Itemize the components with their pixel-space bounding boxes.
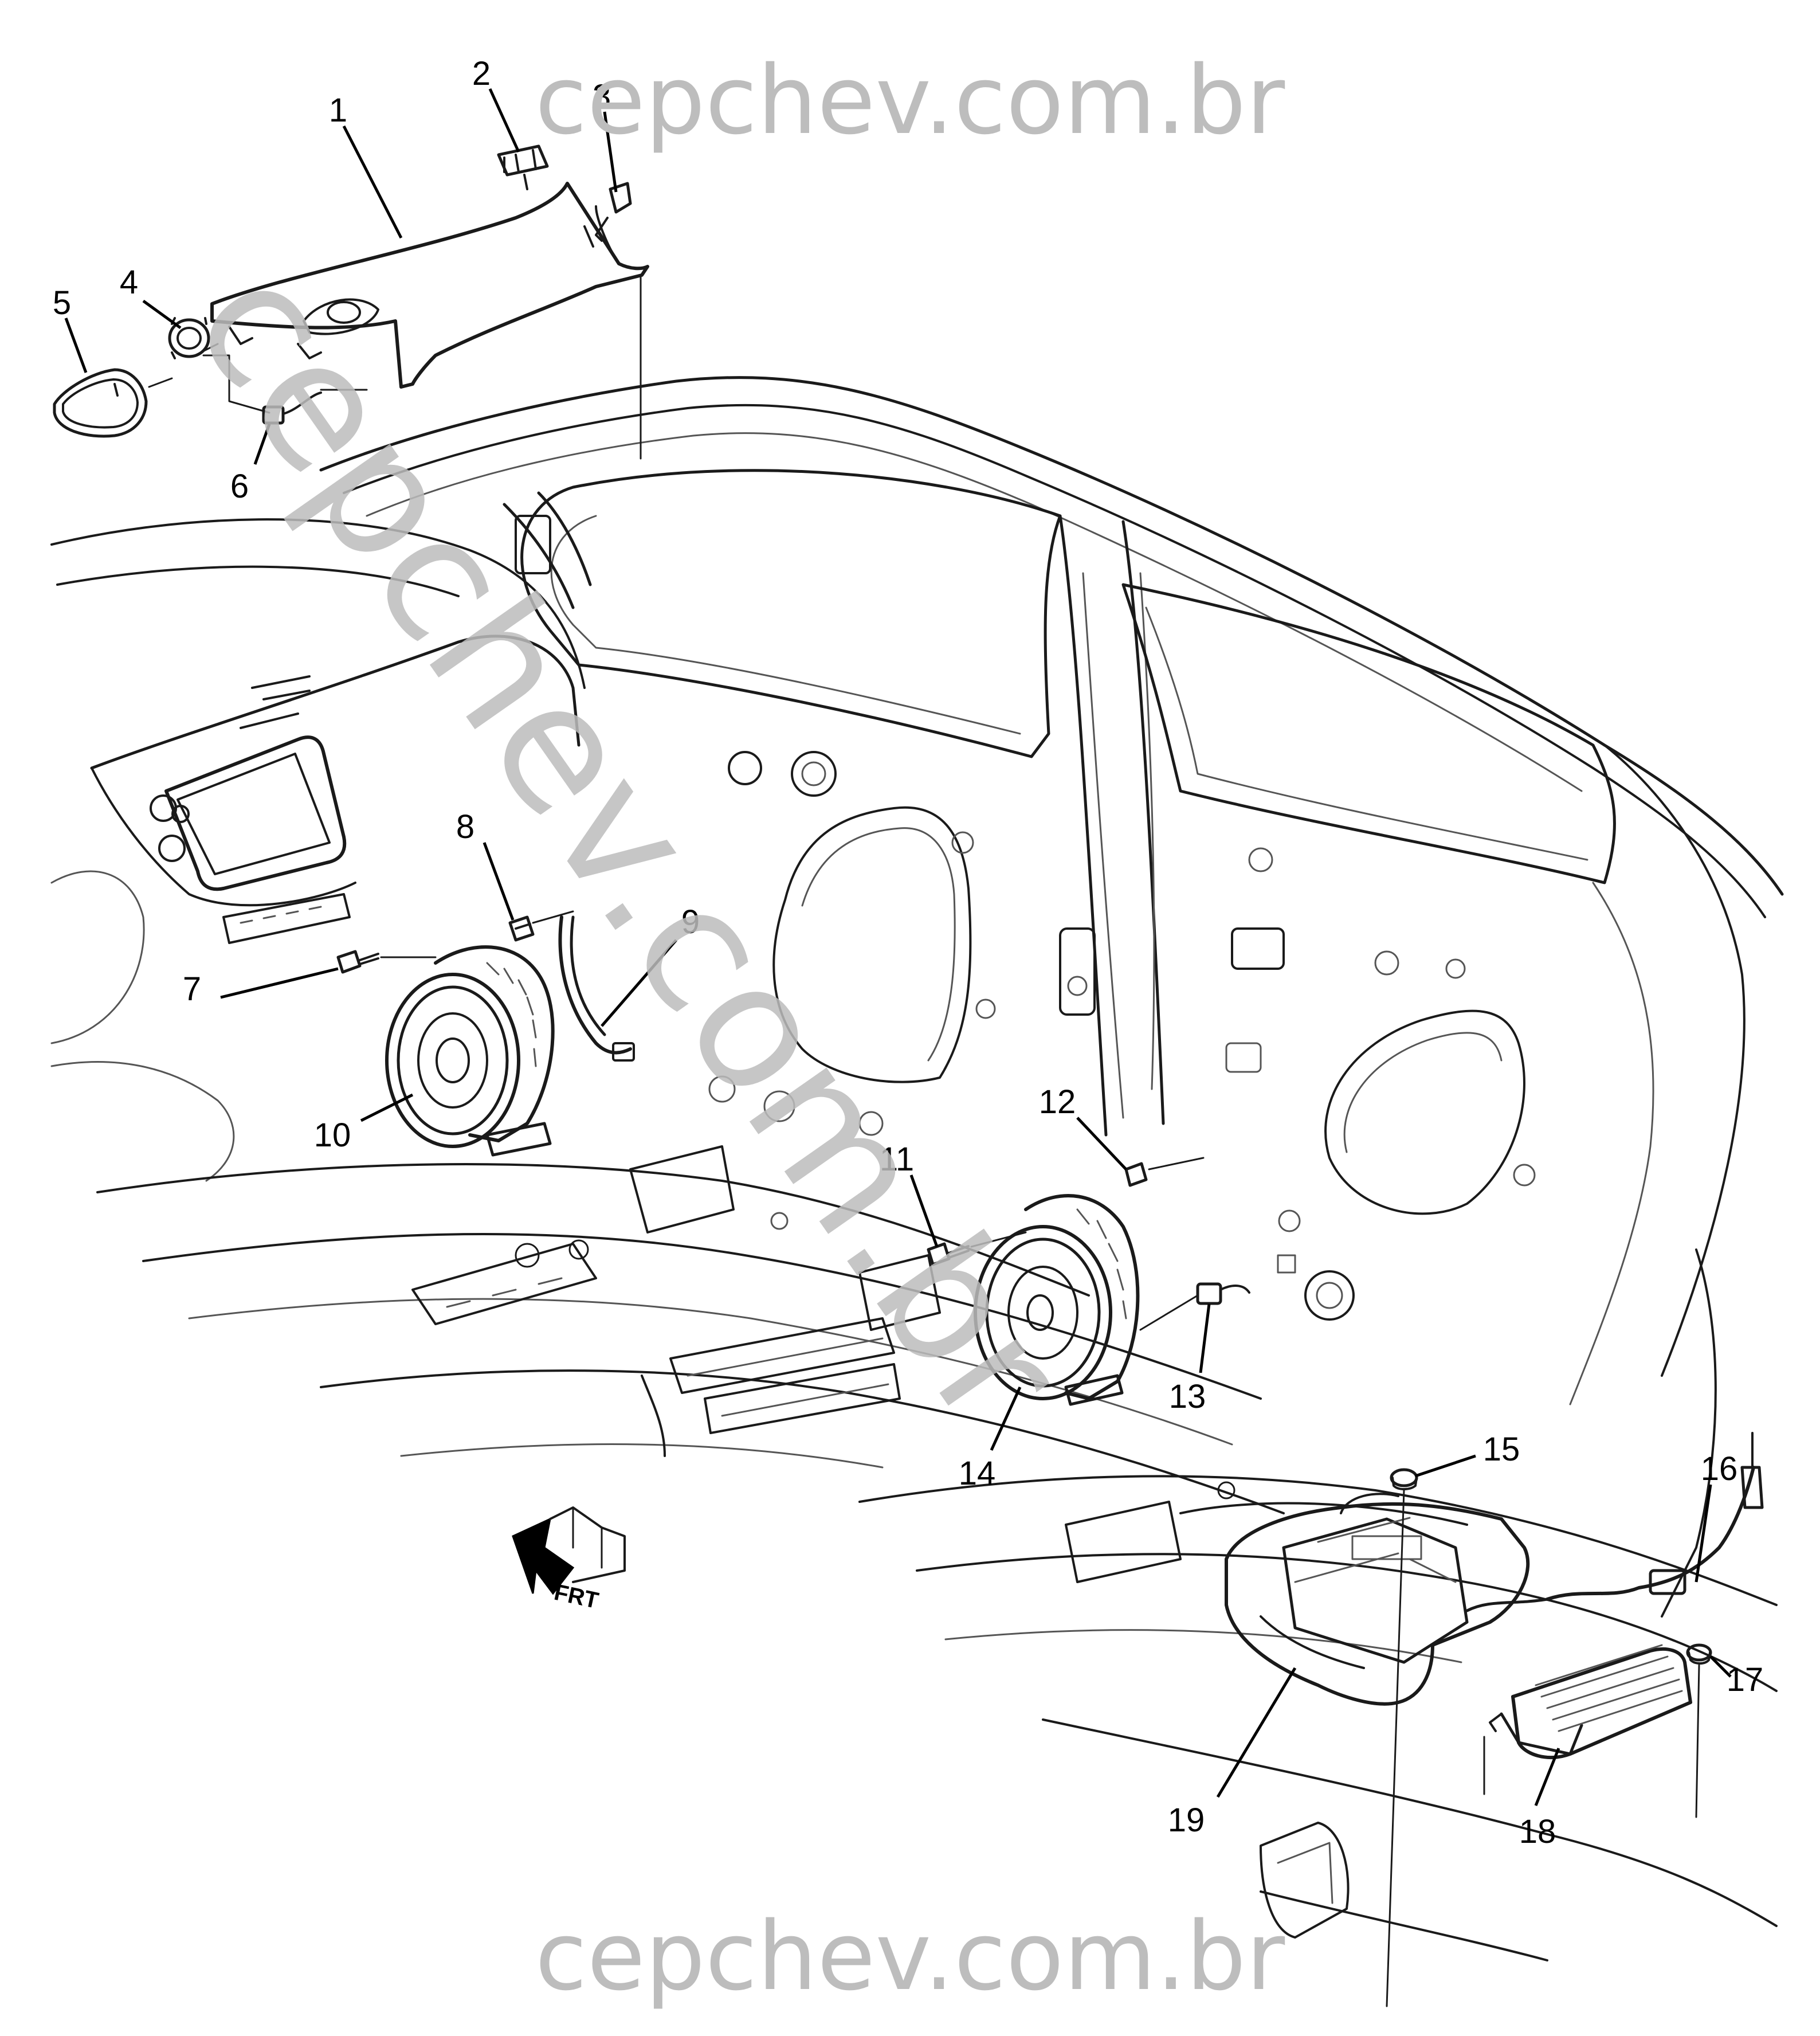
callout-15: 15 (1483, 1431, 1520, 1468)
callout-6: 6 (230, 468, 249, 505)
callout-7: 7 (183, 970, 201, 1008)
callout-numbers: 1 2 3 4 5 6 7 8 9 10 11 12 13 14 15 16 1… (53, 55, 1763, 1850)
callout-11: 11 (880, 1141, 914, 1178)
watermark-bottom: cepchev.com.br (535, 1901, 1285, 2011)
part-4-tweeter-speaker (168, 317, 210, 359)
callout-3: 3 (593, 78, 611, 115)
part-5-grille (53, 368, 148, 438)
part-3-retainer (583, 182, 632, 248)
part-10-front-speaker (385, 945, 555, 1157)
callout-10: 10 (314, 1117, 351, 1154)
part-12-nut (1124, 1162, 1148, 1187)
part-16-cable (1465, 1432, 1764, 1612)
front-arrow-icon (512, 1517, 575, 1595)
frt-label: FRT (552, 1580, 601, 1614)
callout-1: 1 (329, 92, 347, 129)
part-15-nut (1390, 1468, 1418, 1490)
part-18-amplifier (1489, 1644, 1692, 1760)
callout-4: 4 (120, 264, 138, 301)
part-9-harness (558, 915, 635, 1062)
part-7-bolt (336, 950, 379, 974)
callout-5: 5 (53, 284, 71, 322)
callout-9: 9 (681, 903, 700, 941)
part-1-trim-panel (210, 182, 649, 389)
callout-12: 12 (1039, 1083, 1076, 1121)
part-13-connector (1196, 1282, 1250, 1305)
watermark-top: cepchev.com.br (535, 45, 1285, 155)
callout-leaders (64, 88, 1732, 1806)
callout-14: 14 (959, 1455, 996, 1492)
callout-18: 18 (1519, 1813, 1556, 1850)
part-14-rear-speaker (974, 1194, 1140, 1406)
part-17-nut (1686, 1643, 1712, 1665)
part-8-nut (508, 915, 535, 942)
assembly-lines (148, 274, 1700, 2007)
callout-2: 2 (472, 55, 491, 92)
part-11-bolt (927, 1242, 970, 1266)
callout-16: 16 (1701, 1450, 1738, 1487)
part-19-subwoofer (1225, 1493, 1530, 1706)
callout-8: 8 (456, 808, 474, 845)
part-2-clip (497, 144, 549, 190)
callout-19: 19 (1168, 1802, 1205, 1839)
front-direction-indicator: FRT (512, 1506, 626, 1614)
vehicle-body-structure (50, 376, 1784, 1961)
callout-17: 17 (1727, 1661, 1764, 1698)
part-6-connector (262, 391, 322, 425)
watermark-diagonal: cepchev.com.br (156, 230, 1103, 1463)
callout-13: 13 (1169, 1378, 1206, 1415)
